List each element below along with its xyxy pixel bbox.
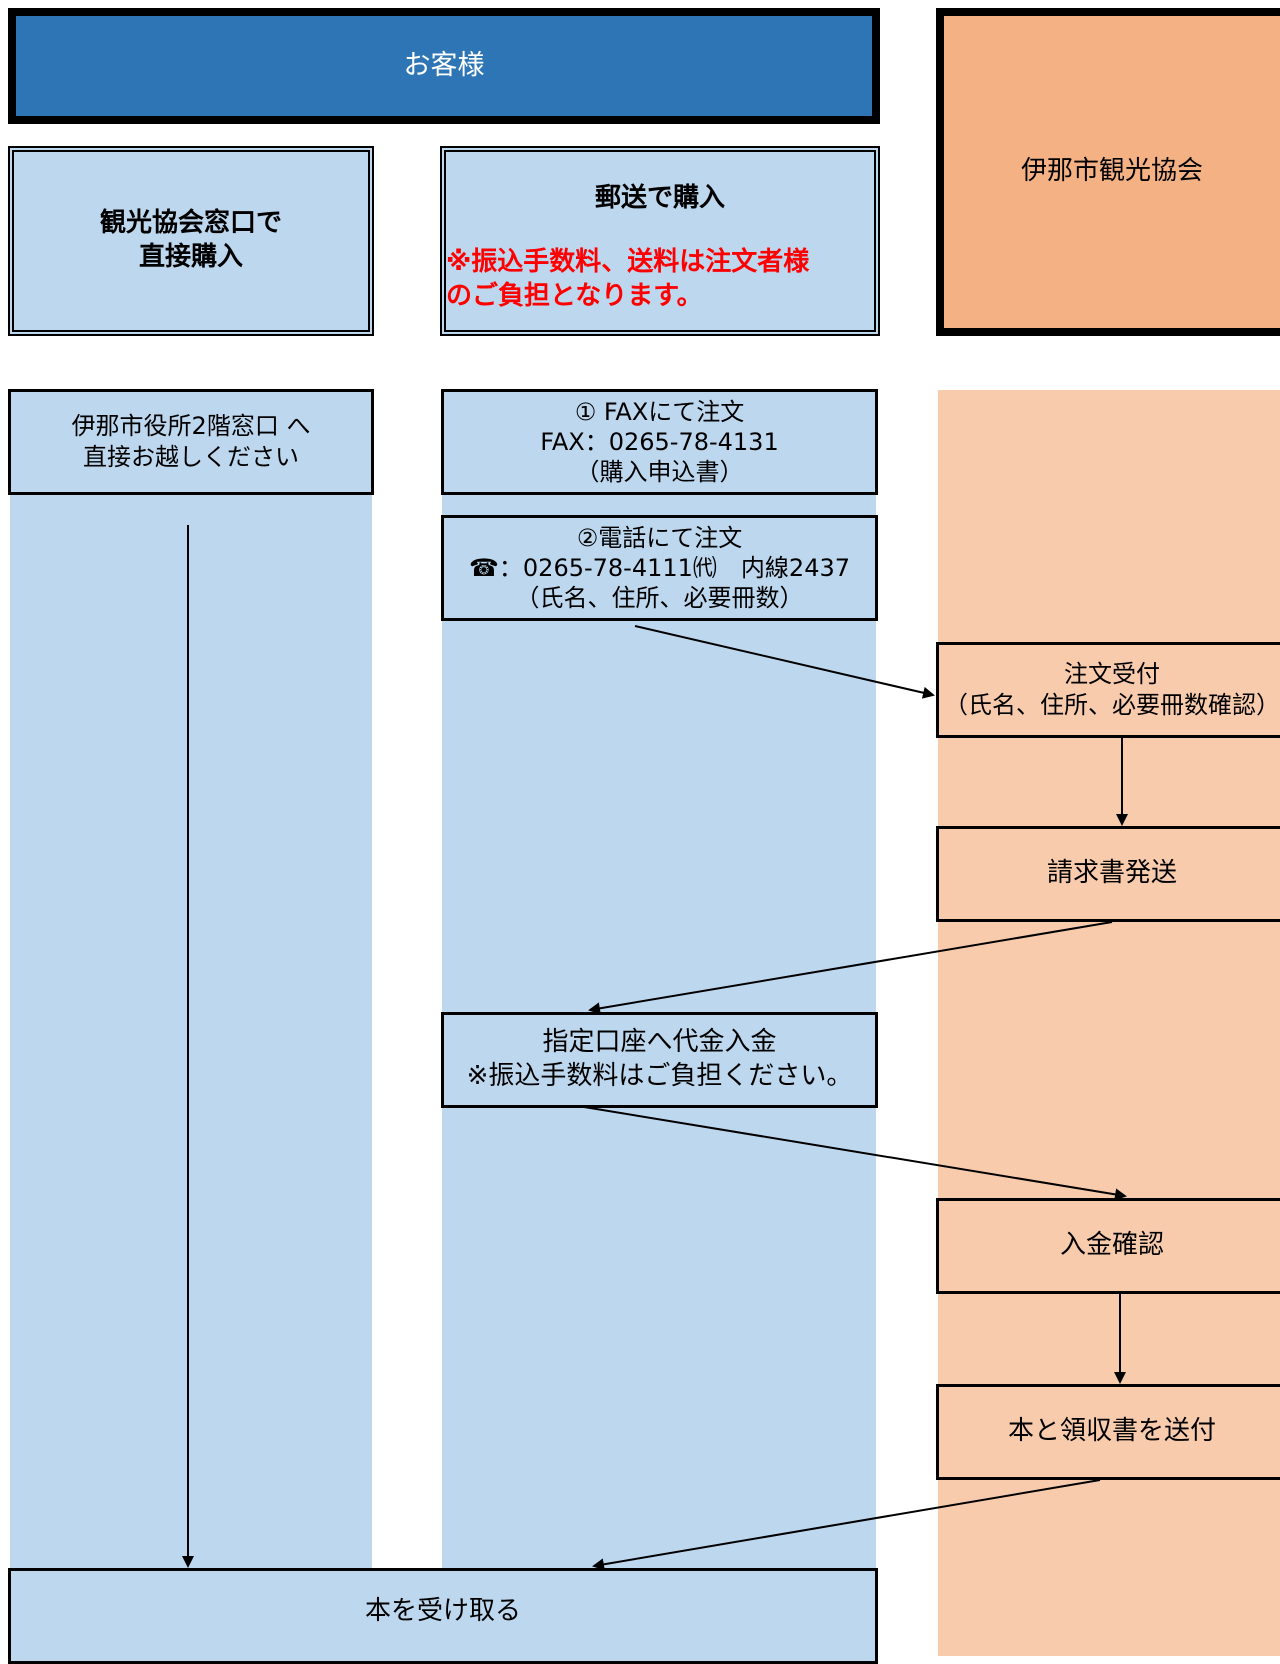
counter-visit-line2: 直接お越しください <box>83 443 299 471</box>
ship-book-box: 本と領収書を送付 <box>936 1384 1280 1480</box>
mail-fee-note-line1: ※振込手数料、送料は注文者様 <box>446 246 810 277</box>
counter-lane <box>10 390 372 1656</box>
fax-order-box: ① FAXにて注文 FAX：0265-78-4131 （購入申込書） <box>441 389 878 495</box>
invoice-label: 請求書発送 <box>1046 858 1177 889</box>
payment-confirm-box: 入金確認 <box>936 1198 1280 1294</box>
payment-box: 指定口座へ代金入金 ※振込手数料はご負担ください。 <box>441 1012 878 1108</box>
order-receipt-box: 注文受付 （氏名、住所、必要冊数確認） <box>936 642 1280 738</box>
counter-visit-box: 伊那市役所2階窓口 へ 直接お越しください <box>8 389 374 495</box>
phone-order-box: ②電話にて注文 ☎：0265-78-4111㈹ 内線2437 （氏名、住所、必要… <box>441 515 878 621</box>
phone-order-line1: ②電話にて注文 <box>576 524 743 552</box>
mail-purchase-box: 郵送で購入 ※振込手数料、送料は注文者様 のご負担となります。 <box>440 146 880 336</box>
receive-book-label: 本を受け取る <box>364 1596 521 1627</box>
phone-icon: ☎ <box>469 554 499 582</box>
payment-confirm-label: 入金確認 <box>1059 1230 1164 1261</box>
customer-header-label: お客様 <box>403 50 485 82</box>
counter-visit-line1: 伊那市役所2階窓口 へ <box>71 411 311 440</box>
order-receipt-line1: 注文受付 <box>1064 659 1160 688</box>
phone-number-row: ☎：0265-78-4111㈹ 内線2437 <box>469 553 850 583</box>
ship-book-label: 本と領収書を送付 <box>1007 1416 1216 1447</box>
payment-line2: ※振込手数料はご負担ください。 <box>466 1061 853 1091</box>
association-header: 伊那市観光協会 <box>936 8 1280 336</box>
payment-line1: 指定口座へ代金入金 <box>542 1027 777 1058</box>
invoice-box: 請求書発送 <box>936 826 1280 922</box>
counter-purchase-box: 観光協会窓口で 直接購入 <box>8 146 374 336</box>
association-header-label: 伊那市観光協会 <box>1020 156 1203 187</box>
fax-number: FAX：0265-78-4131 <box>540 428 779 456</box>
fax-order-line3: （購入申込書） <box>575 458 744 486</box>
phone-number: ：0265-78-4111㈹ 内線2437 <box>498 554 850 582</box>
order-receipt-line2: （氏名、住所、必要冊数確認） <box>944 691 1280 719</box>
receive-book-box: 本を受け取る <box>8 1568 878 1664</box>
fax-order-line1: ① FAXにて注文 <box>574 398 745 426</box>
phone-order-line3: （氏名、住所、必要冊数） <box>515 584 804 612</box>
customer-header: お客様 <box>8 8 880 124</box>
counter-purchase-line1: 観光協会窓口で <box>99 208 282 239</box>
counter-purchase-line2: 直接購入 <box>138 242 243 272</box>
mail-fee-note-line2: のご負担となります。 <box>446 280 703 311</box>
mail-purchase-title: 郵送で購入 <box>594 183 725 213</box>
